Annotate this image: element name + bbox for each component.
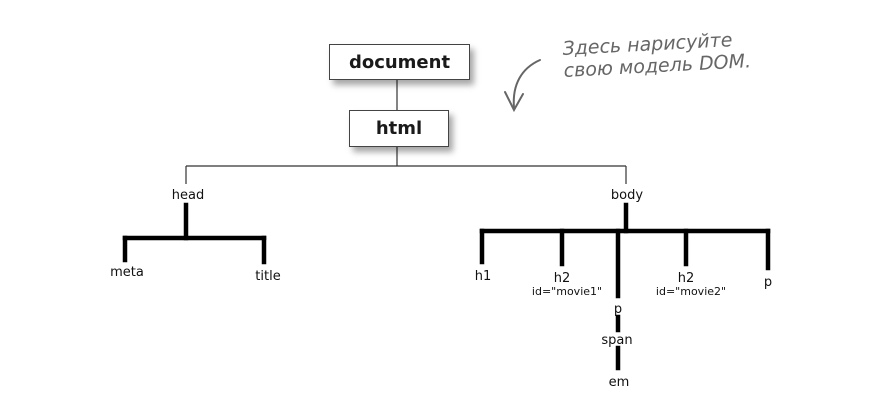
p-node: p — [613, 302, 623, 317]
body-node: body — [610, 188, 644, 203]
meta-node: meta — [110, 265, 144, 280]
document-label: document — [348, 51, 451, 73]
span-node: span — [601, 333, 633, 348]
head-node: head — [171, 188, 205, 203]
title-node: title — [255, 269, 281, 284]
html-label: html — [375, 118, 423, 139]
html-node: html — [349, 110, 449, 147]
h1-node: h1 — [474, 269, 492, 284]
h2-movie1-id: id="movie1" — [531, 285, 603, 298]
h2-movie1-node: h2 — [553, 271, 571, 286]
h2-movie2-id: id="movie2" — [655, 285, 727, 298]
sketch-arrow-icon — [504, 59, 541, 113]
document-node: document — [329, 44, 470, 80]
em-node: em — [608, 375, 630, 390]
p-end-node: p — [763, 275, 773, 290]
h2-movie2-node: h2 — [677, 271, 695, 286]
